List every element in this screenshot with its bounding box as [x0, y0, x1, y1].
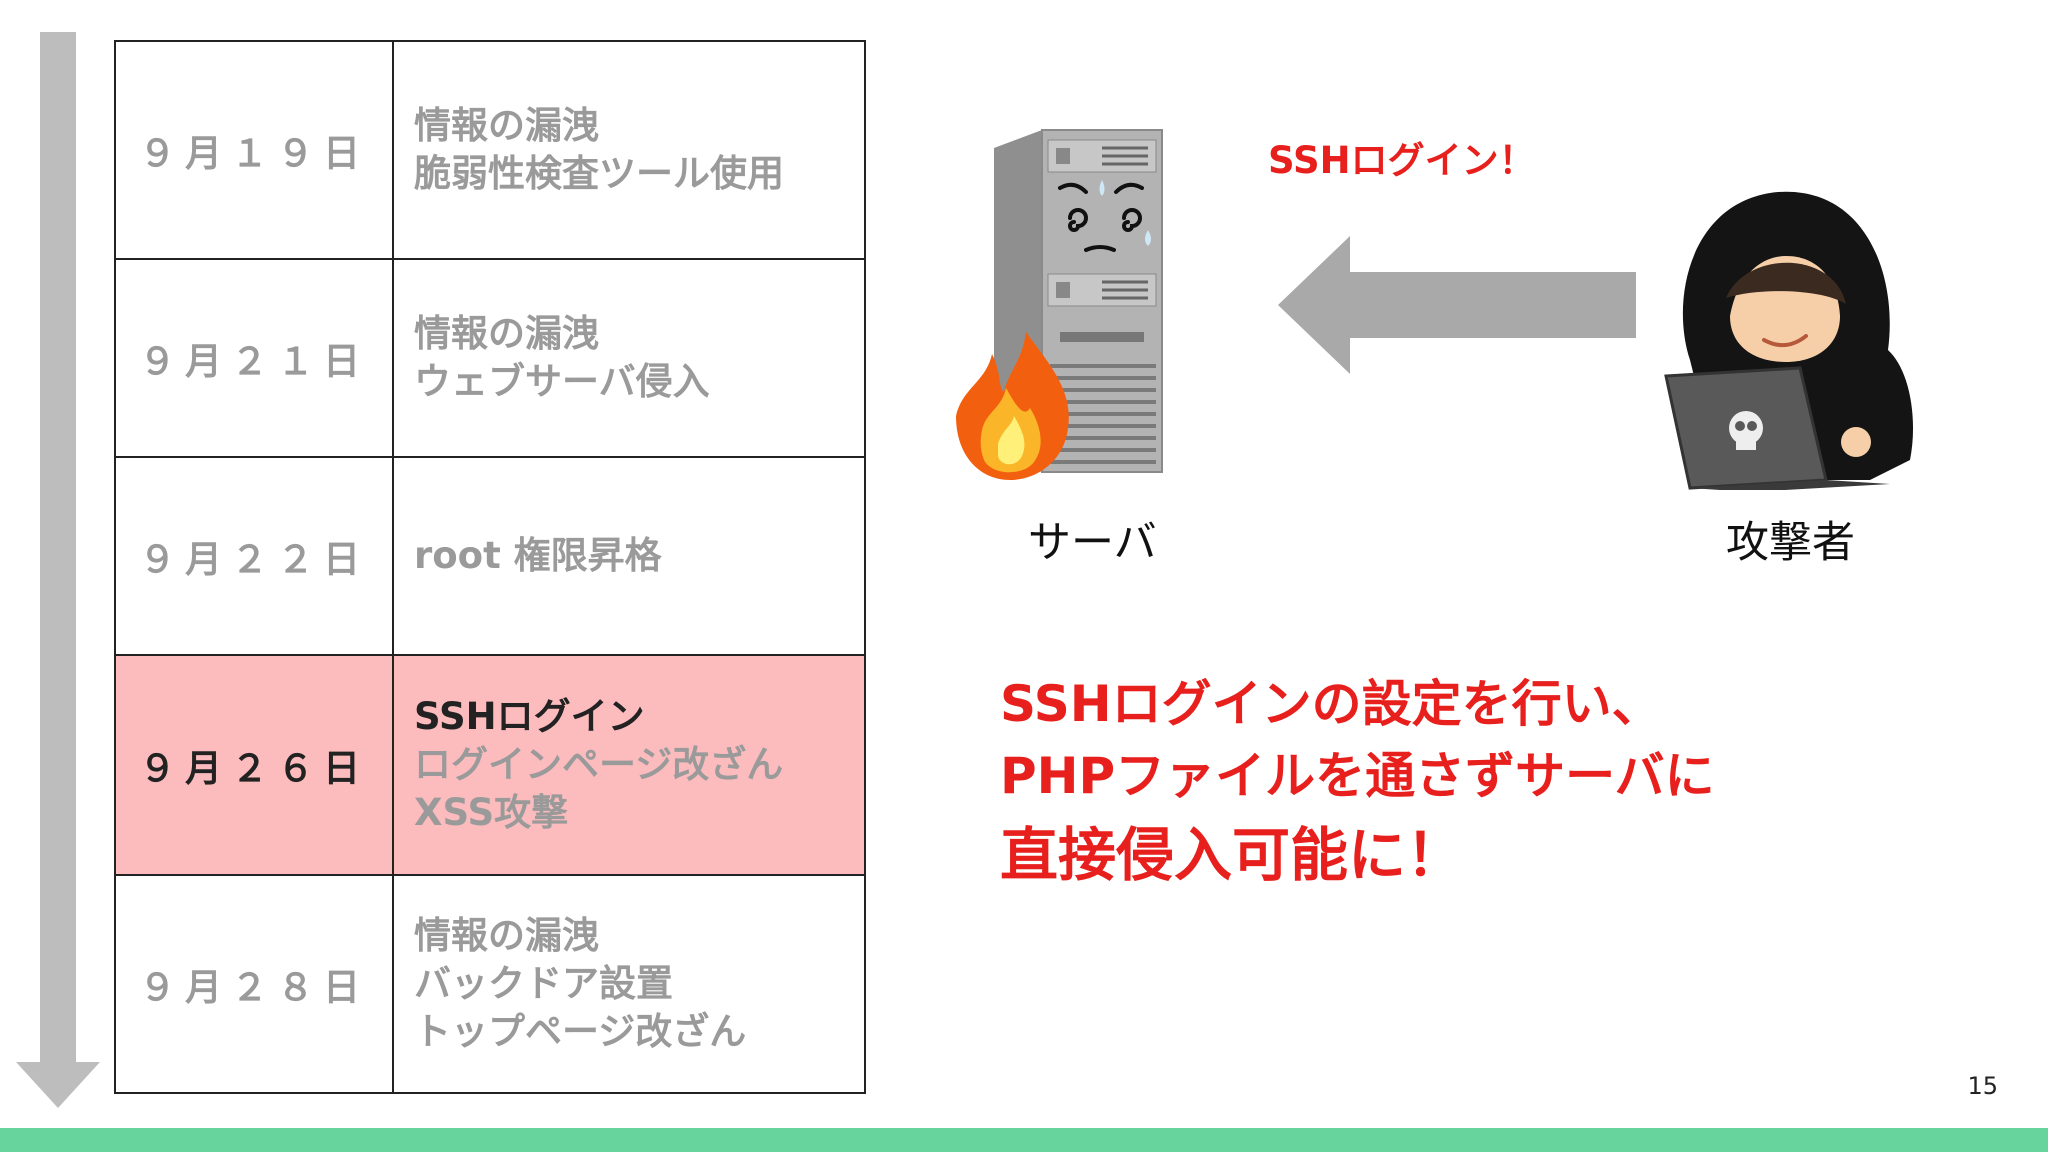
- event-text: 情報の漏洩: [414, 312, 599, 355]
- timeline-date: ９月２２日: [114, 456, 394, 656]
- timeline-arrow-icon: [16, 32, 100, 1108]
- timeline-table: ９月１９日 情報の漏洩 脆弱性検査ツール使用 ９月２１日 情報の漏洩 ウェブサー…: [114, 40, 866, 1094]
- timeline-events: root 権限昇格: [392, 456, 866, 656]
- event-text: 情報の漏洩: [414, 914, 599, 957]
- timeline-row: ９月２８日 情報の漏洩 バックドア設置 トップページ改ざん: [114, 874, 866, 1094]
- server-label: サーバ: [1028, 518, 1157, 568]
- event-text: ログインページ改ざん: [414, 743, 784, 786]
- timeline-events: SSHログイン ログインページ改ざん XSS攻撃: [392, 654, 866, 876]
- page-number: 15: [1967, 1072, 1998, 1100]
- timeline-events: 情報の漏洩 脆弱性検査ツール使用: [392, 40, 866, 260]
- message-line-3: 直接侵入可能に！: [1000, 821, 1465, 889]
- conclusion-message: SSHログインの設定を行い、 PHPファイルを通さずサーバに 直接侵入可能に！: [1000, 668, 1715, 898]
- timeline-events: 情報の漏洩 バックドア設置 トップページ改ざん: [392, 874, 866, 1094]
- timeline-row: ９月１９日 情報の漏洩 脆弱性検査ツール使用: [114, 40, 866, 260]
- timeline-events: 情報の漏洩 ウェブサーバ侵入: [392, 258, 866, 458]
- attacker-label: 攻撃者: [1726, 518, 1855, 568]
- message-line-1: SSHログインの設定を行い、: [1000, 675, 1662, 733]
- event-text: ウェブサーバ侵入: [414, 360, 710, 403]
- event-text: XSS攻撃: [414, 791, 569, 834]
- timeline-row-highlighted: ９月２６日 SSHログイン ログインページ改ざん XSS攻撃: [114, 654, 866, 876]
- event-text: トップページ改ざん: [414, 1010, 747, 1053]
- message-line-2: PHPファイルを通さずサーバに: [1000, 747, 1715, 805]
- event-text: root 権限昇格: [414, 534, 662, 577]
- footer-bar: [0, 1128, 2048, 1152]
- ssh-login-label: SSHログイン！: [1268, 139, 1536, 182]
- event-text: 情報の漏洩: [414, 104, 599, 147]
- timeline-date: ９月２１日: [114, 258, 394, 458]
- event-text-active: SSHログイン: [414, 695, 645, 738]
- ssh-login-arrow-icon: [1278, 236, 1636, 374]
- timeline-row: ９月２２日 root 権限昇格: [114, 456, 866, 656]
- event-text: バックドア設置: [414, 962, 673, 1005]
- server-on-fire-icon: [956, 129, 1163, 480]
- timeline-date: ９月２６日: [114, 654, 394, 876]
- timeline-date: ９月２８日: [114, 874, 394, 1094]
- hooded-hacker-icon: [1664, 191, 1914, 490]
- event-text: 脆弱性検査ツール使用: [414, 152, 784, 195]
- timeline-date: ９月１９日: [114, 40, 394, 260]
- timeline-row: ９月２１日 情報の漏洩 ウェブサーバ侵入: [114, 258, 866, 458]
